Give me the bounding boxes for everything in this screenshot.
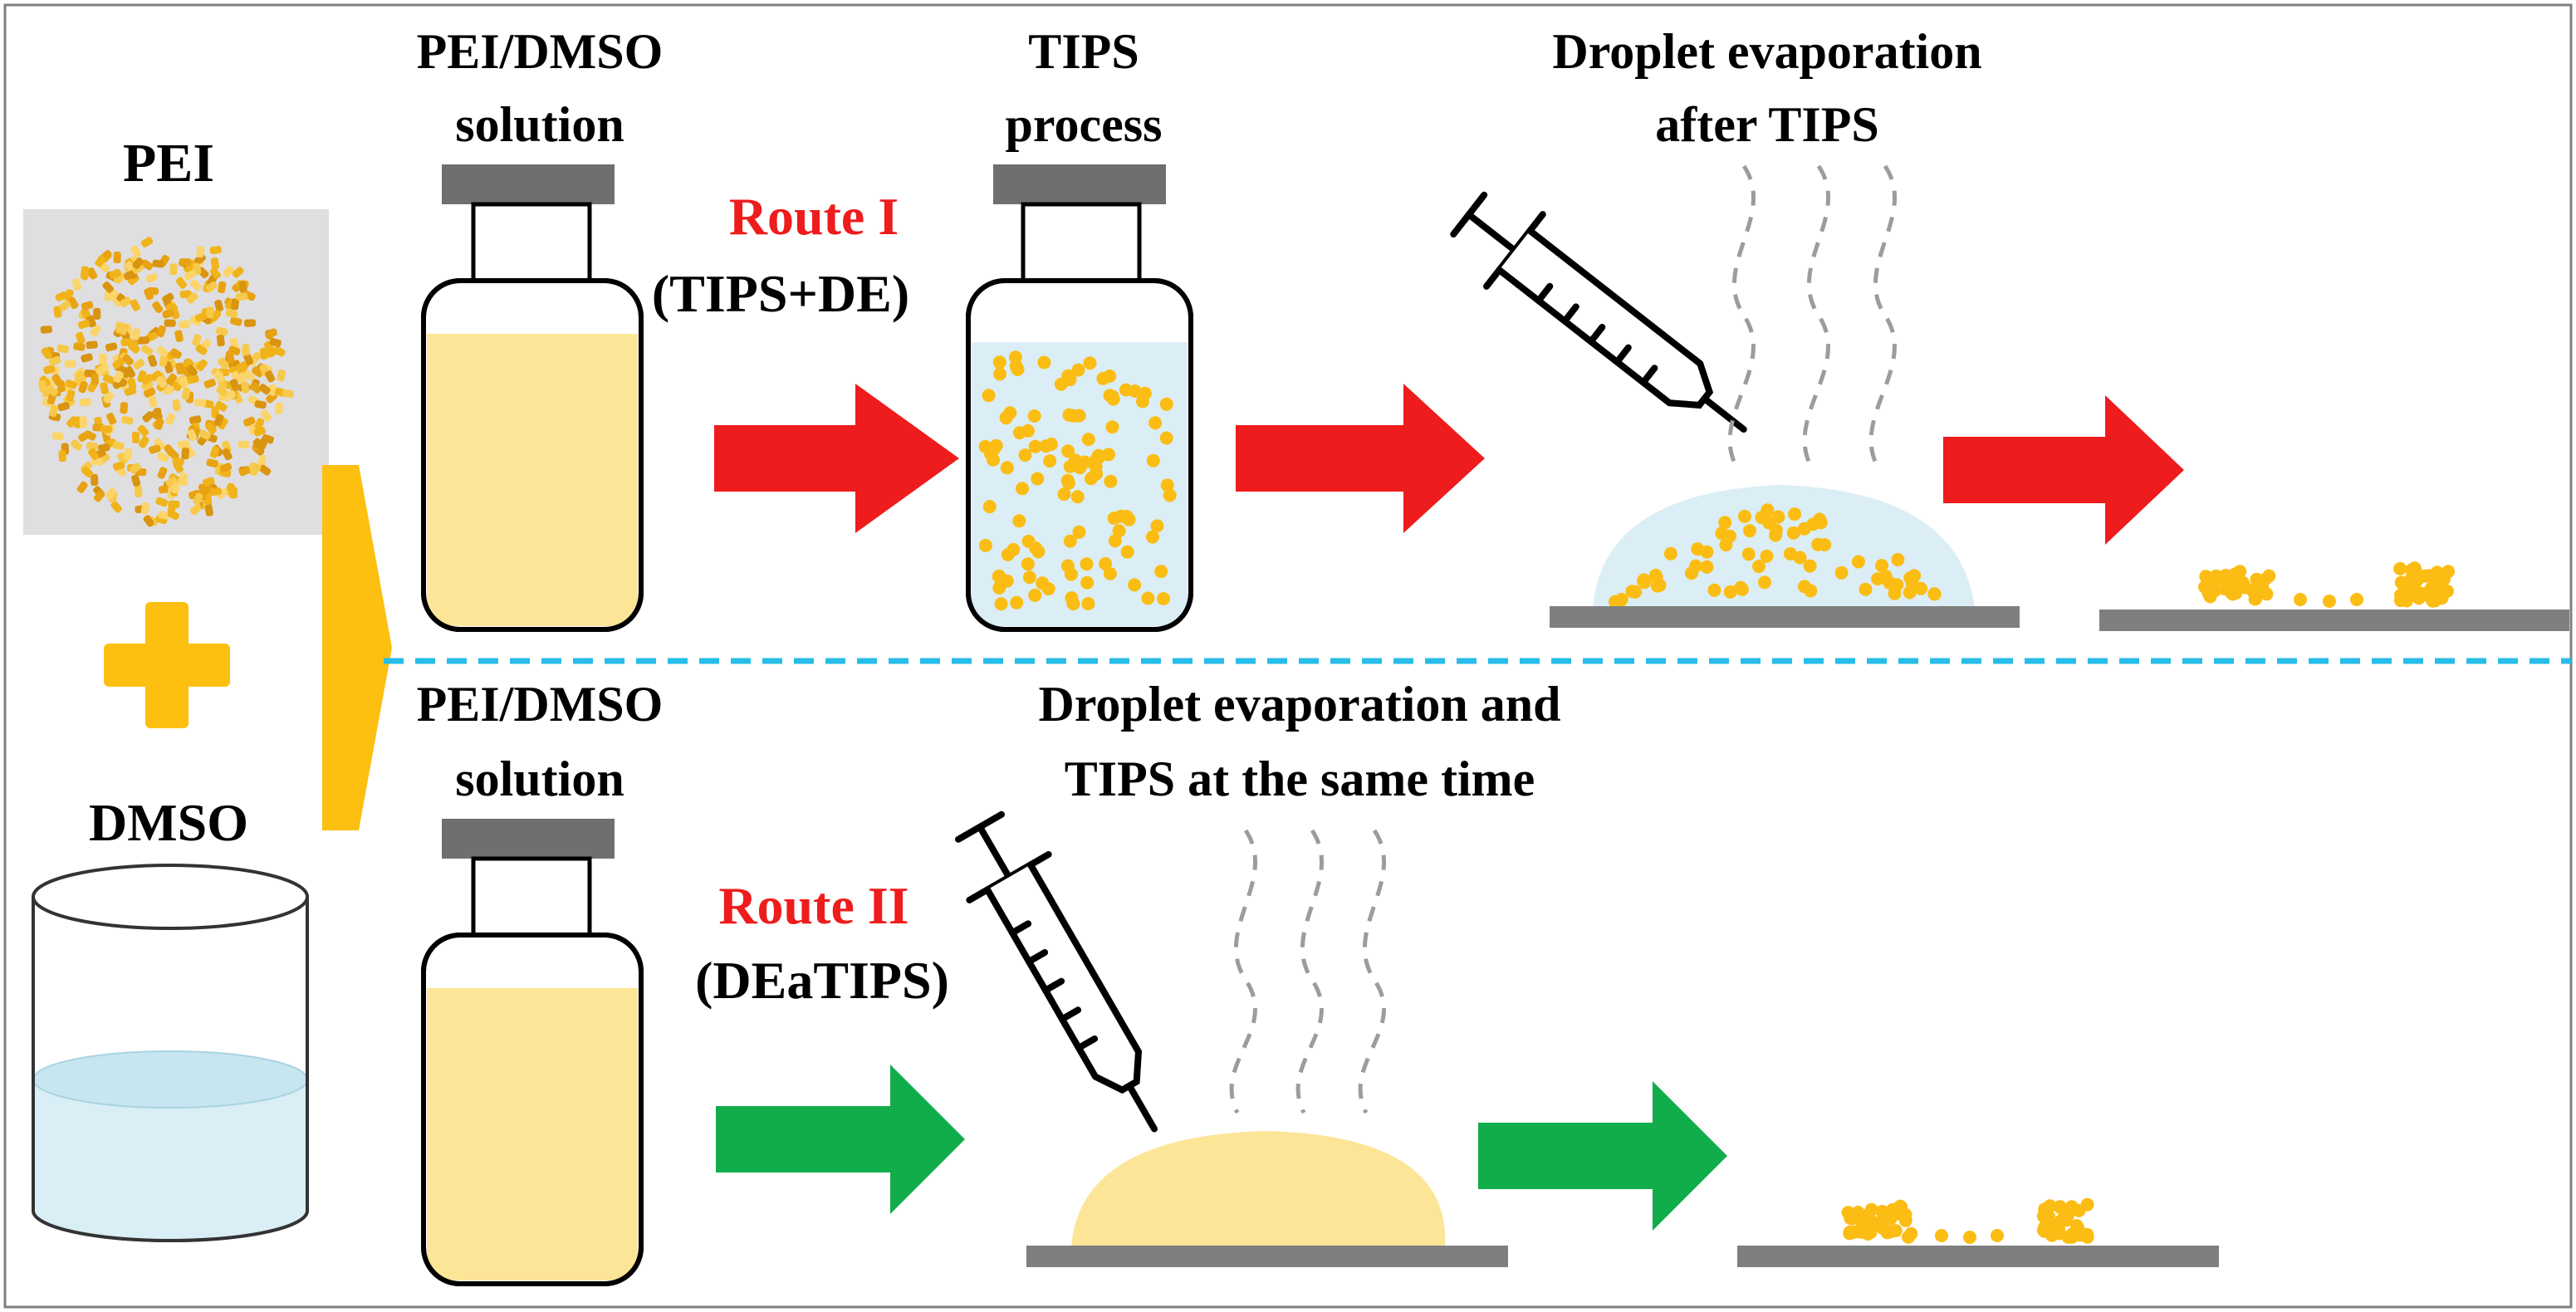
same-time-label-line2: TIPS at the same time — [1065, 751, 1535, 806]
pei-pellets-photo — [23, 209, 329, 535]
feed-arrow-icon — [322, 465, 392, 830]
top-solution-label-line1: PEI/DMSO — [417, 24, 664, 79]
de-after-label-line2: after TIPS — [1655, 97, 1878, 152]
tips-droplet-icon — [1593, 485, 1975, 609]
tips-label-line1: TIPS — [1028, 24, 1139, 79]
solution-droplet-icon — [1071, 1131, 1446, 1247]
route2-label: Route II — [718, 876, 908, 935]
route1-label: Route I — [729, 187, 899, 246]
plus-icon — [104, 602, 230, 728]
bottom-solution-label-line2: solution — [455, 751, 624, 806]
route2-arrow-icon-1 — [716, 1065, 965, 1214]
dmso-beaker-icon — [32, 864, 309, 1242]
vial-icon — [421, 164, 644, 632]
top-solution-label-line2: solution — [455, 97, 624, 152]
dmso-label: DMSO — [89, 793, 248, 852]
route1-arrow-icon-1 — [714, 384, 959, 533]
substrate-icon — [1550, 606, 2020, 628]
same-time-label-line1: Droplet evaporation and — [1039, 677, 1561, 732]
syringe-icon — [955, 810, 1158, 1133]
substrate-icon — [2099, 609, 2569, 631]
tips-vial-icon — [966, 164, 1193, 632]
tips-label-line2: process — [1006, 97, 1163, 152]
route2-arrow-icon-2 — [1478, 1081, 1727, 1231]
route2-sub-label: (DEaTIPS) — [695, 951, 949, 1010]
de-after-label-line1: Droplet evaporation — [1552, 24, 1981, 79]
route1-arrow-icon-2 — [1236, 384, 1485, 533]
vapor-lines-icon — [1229, 829, 1386, 1114]
pei-label: PEI — [123, 133, 214, 193]
route1-arrow-icon-3 — [1943, 395, 2184, 545]
route1-sub-label: (TIPS+DE) — [652, 264, 909, 323]
route1-product-particles-icon — [2198, 561, 2456, 608]
substrate-icon — [1026, 1246, 1508, 1267]
substrate-icon — [1737, 1246, 2219, 1267]
route2-product-particles-icon — [1841, 1197, 2094, 1244]
bottom-solution-label-line1: PEI/DMSO — [417, 677, 664, 732]
syringe-icon — [1450, 191, 1747, 433]
vial-icon — [421, 819, 644, 1286]
